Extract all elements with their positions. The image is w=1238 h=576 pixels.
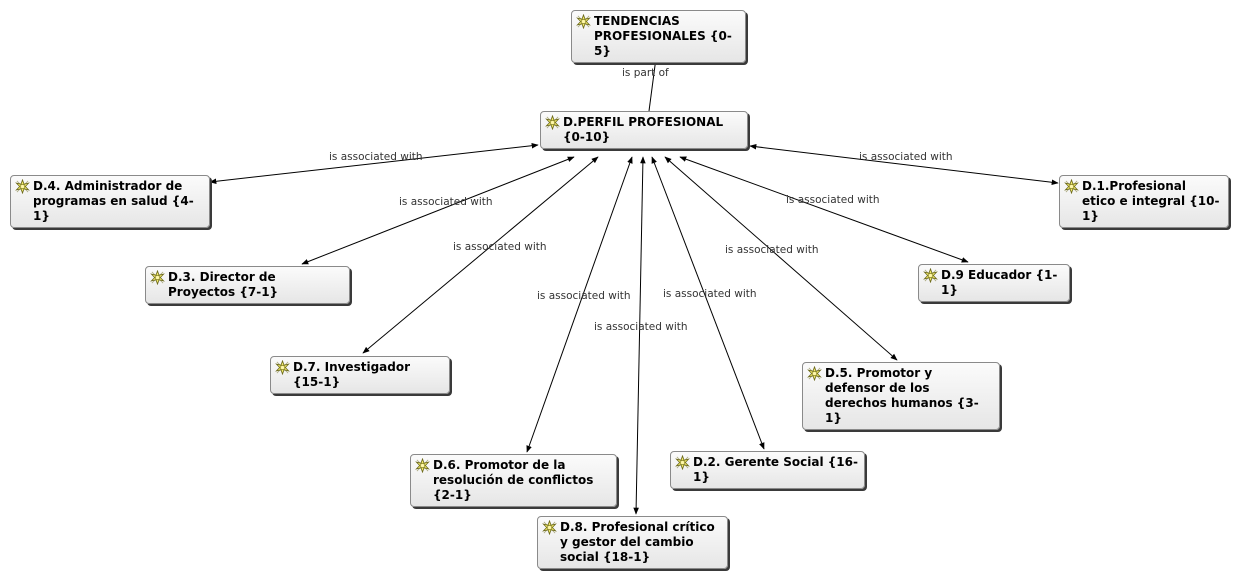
concept-icon	[576, 14, 591, 29]
relation-label-d9: is associated with	[786, 194, 880, 206]
relation-label-d6: is associated with	[537, 290, 631, 302]
node-d4[interactable]: D.4. Administrador de programas en salud…	[10, 175, 210, 228]
concept-icon	[150, 270, 165, 285]
concept-icon	[15, 179, 30, 194]
node-d6[interactable]: D.6. Promotor de la resolución de confli…	[410, 454, 617, 507]
node-d9[interactable]: D.9 Educador {1-1}	[918, 264, 1070, 302]
relation-line-d2[interactable]	[651, 156, 765, 450]
concept-icon	[675, 455, 690, 470]
node-perfil-profesional[interactable]: D.PERFIL PROFESIONAL {0-10}	[540, 111, 748, 149]
node-d7[interactable]: D.7. Investigador {15-1}	[270, 356, 450, 394]
node-label: D.PERFIL PROFESIONAL {0-10}	[563, 115, 724, 144]
concept-icon	[545, 115, 560, 130]
node-label: D.9 Educador {1-1}	[941, 268, 1058, 297]
relation-label-d5: is associated with	[725, 244, 819, 256]
relation-label-tendencias: is part of	[622, 67, 669, 79]
relation-line-d8[interactable]	[633, 156, 646, 515]
relation-line-d9[interactable]	[679, 156, 969, 263]
node-label: D.6. Promotor de la resolución de confli…	[433, 458, 594, 502]
concept-icon	[923, 268, 938, 283]
node-d5[interactable]: D.5. Promotor y defensor de los derechos…	[802, 362, 1000, 430]
node-d3[interactable]: D.3. Director de Proyectos {7-1}	[145, 266, 350, 304]
relation-label-d3: is associated with	[399, 196, 493, 208]
node-label: D.5. Promotor y defensor de los derechos…	[825, 366, 979, 425]
node-label: D.1.Profesional etico e integral {10-1}	[1082, 179, 1220, 223]
node-d8[interactable]: D.8. Profesional crítico y gestor del ca…	[537, 516, 728, 569]
relation-label-d7: is associated with	[453, 241, 547, 253]
relation-line-d6[interactable]	[526, 156, 633, 453]
node-label: TENDENCIAS PROFESIONALES {0-5}	[594, 14, 732, 58]
node-label: D.8. Profesional crítico y gestor del ca…	[560, 520, 715, 564]
node-d2[interactable]: D.2. Gerente Social {16-1}	[670, 451, 865, 489]
concept-icon	[415, 458, 430, 473]
relation-label-d8: is associated with	[594, 321, 688, 333]
relation-label-d4: is associated with	[329, 151, 423, 163]
node-d1[interactable]: D.1.Profesional etico e integral {10-1}	[1059, 175, 1229, 228]
relation-line-d7[interactable]	[362, 156, 599, 354]
concept-icon	[275, 360, 290, 375]
relation-line-d5[interactable]	[664, 156, 898, 361]
relation-label-d1: is associated with	[859, 151, 953, 163]
concept-icon	[1064, 179, 1079, 194]
node-tendencias[interactable]: TENDENCIAS PROFESIONALES {0-5}	[571, 10, 746, 63]
relation-label-d2: is associated with	[663, 288, 757, 300]
node-label: D.4. Administrador de programas en salud…	[33, 179, 194, 223]
concept-icon	[542, 520, 557, 535]
node-label: D.3. Director de Proyectos {7-1}	[168, 270, 279, 299]
node-label: D.2. Gerente Social {16-1}	[693, 455, 858, 484]
node-label: D.7. Investigador {15-1}	[293, 360, 411, 389]
concept-icon	[807, 366, 822, 381]
relation-line-tendencias[interactable]	[648, 57, 658, 112]
